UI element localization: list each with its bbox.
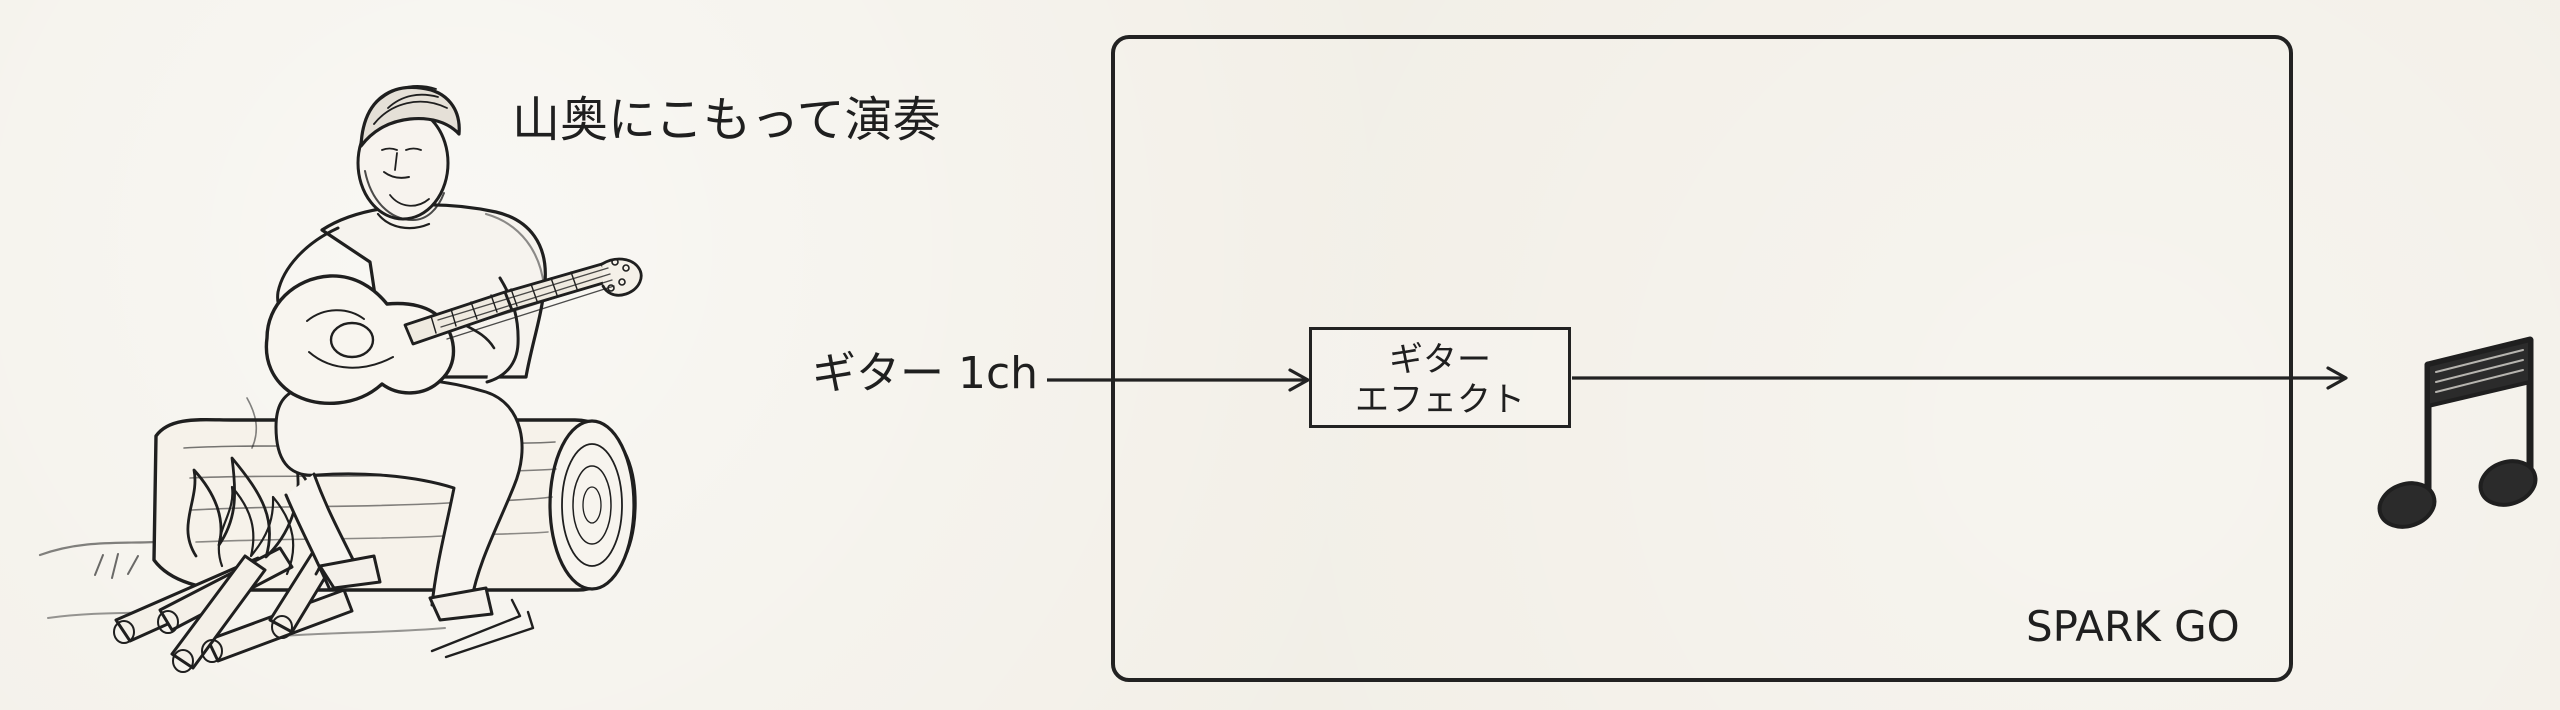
guitar-effect-label: ギター エフェクト (1312, 340, 1568, 420)
diagram-caption: 山奥にこもって演奏 (512, 92, 941, 148)
guitar-input-label: ギター 1ch (812, 348, 1039, 399)
guitar-effect-label-line1: ギター (1389, 340, 1491, 380)
spark-go-frame (1111, 35, 2293, 682)
spark-go-label: SPARK GO (2026, 602, 2240, 651)
guitar-effect-label-line2: エフェクト (1355, 380, 1525, 421)
music-note-icon (2377, 336, 2538, 529)
guitar-effect-box: ギター エフェクト (1309, 327, 1571, 428)
guitarist-campfire-sketch (38, 85, 643, 673)
